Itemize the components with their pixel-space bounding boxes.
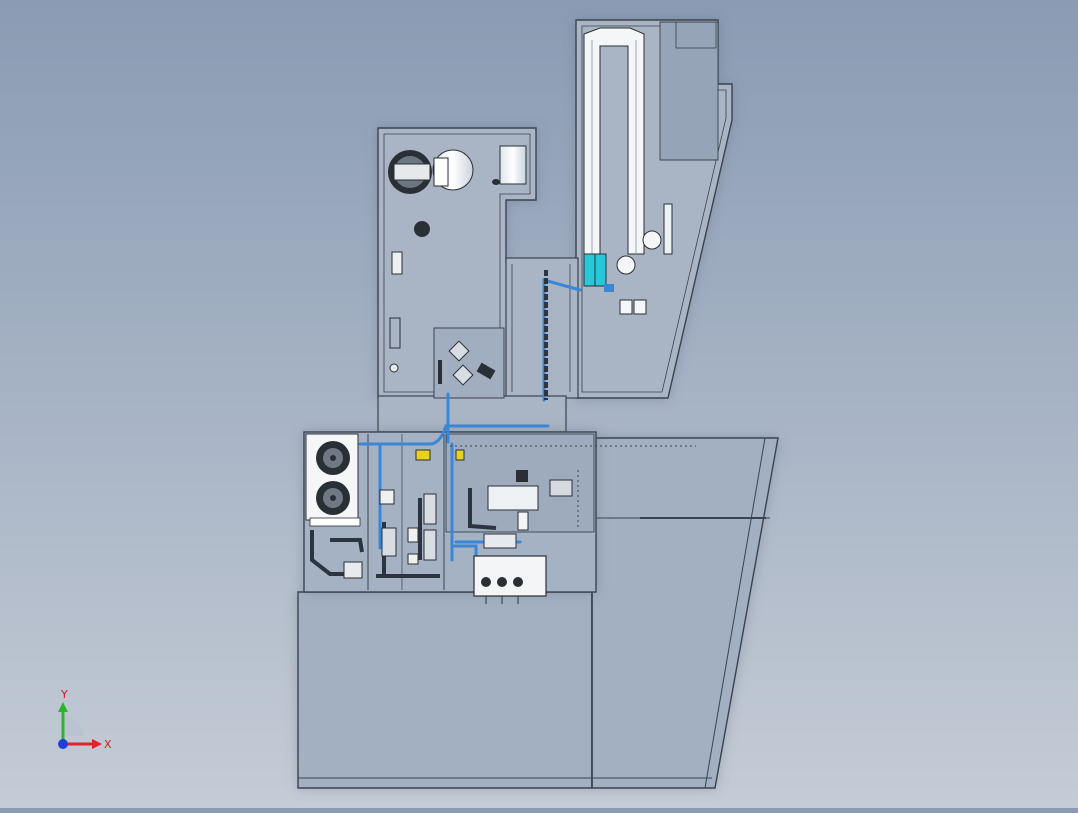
coordinate-triad: Y X	[40, 680, 130, 760]
storage-tanks	[388, 145, 527, 373]
condenser-units	[305, 433, 361, 527]
lower-floor-area	[297, 437, 779, 789]
filling-unit	[473, 555, 547, 604]
tunnel-oven	[583, 27, 673, 315]
lower-floor-lines	[298, 437, 770, 789]
upper-right-room	[575, 19, 733, 399]
connector-corridor	[377, 257, 579, 433]
x-axis-arrowhead	[92, 739, 102, 749]
process-equipment	[343, 449, 573, 579]
trace-lines	[450, 445, 696, 530]
z-axis-dot	[58, 739, 68, 749]
robot-cell	[438, 340, 496, 386]
y-axis-arrowhead	[58, 702, 68, 712]
y-axis-label: Y	[60, 688, 68, 701]
x-axis-label: X	[104, 738, 112, 751]
